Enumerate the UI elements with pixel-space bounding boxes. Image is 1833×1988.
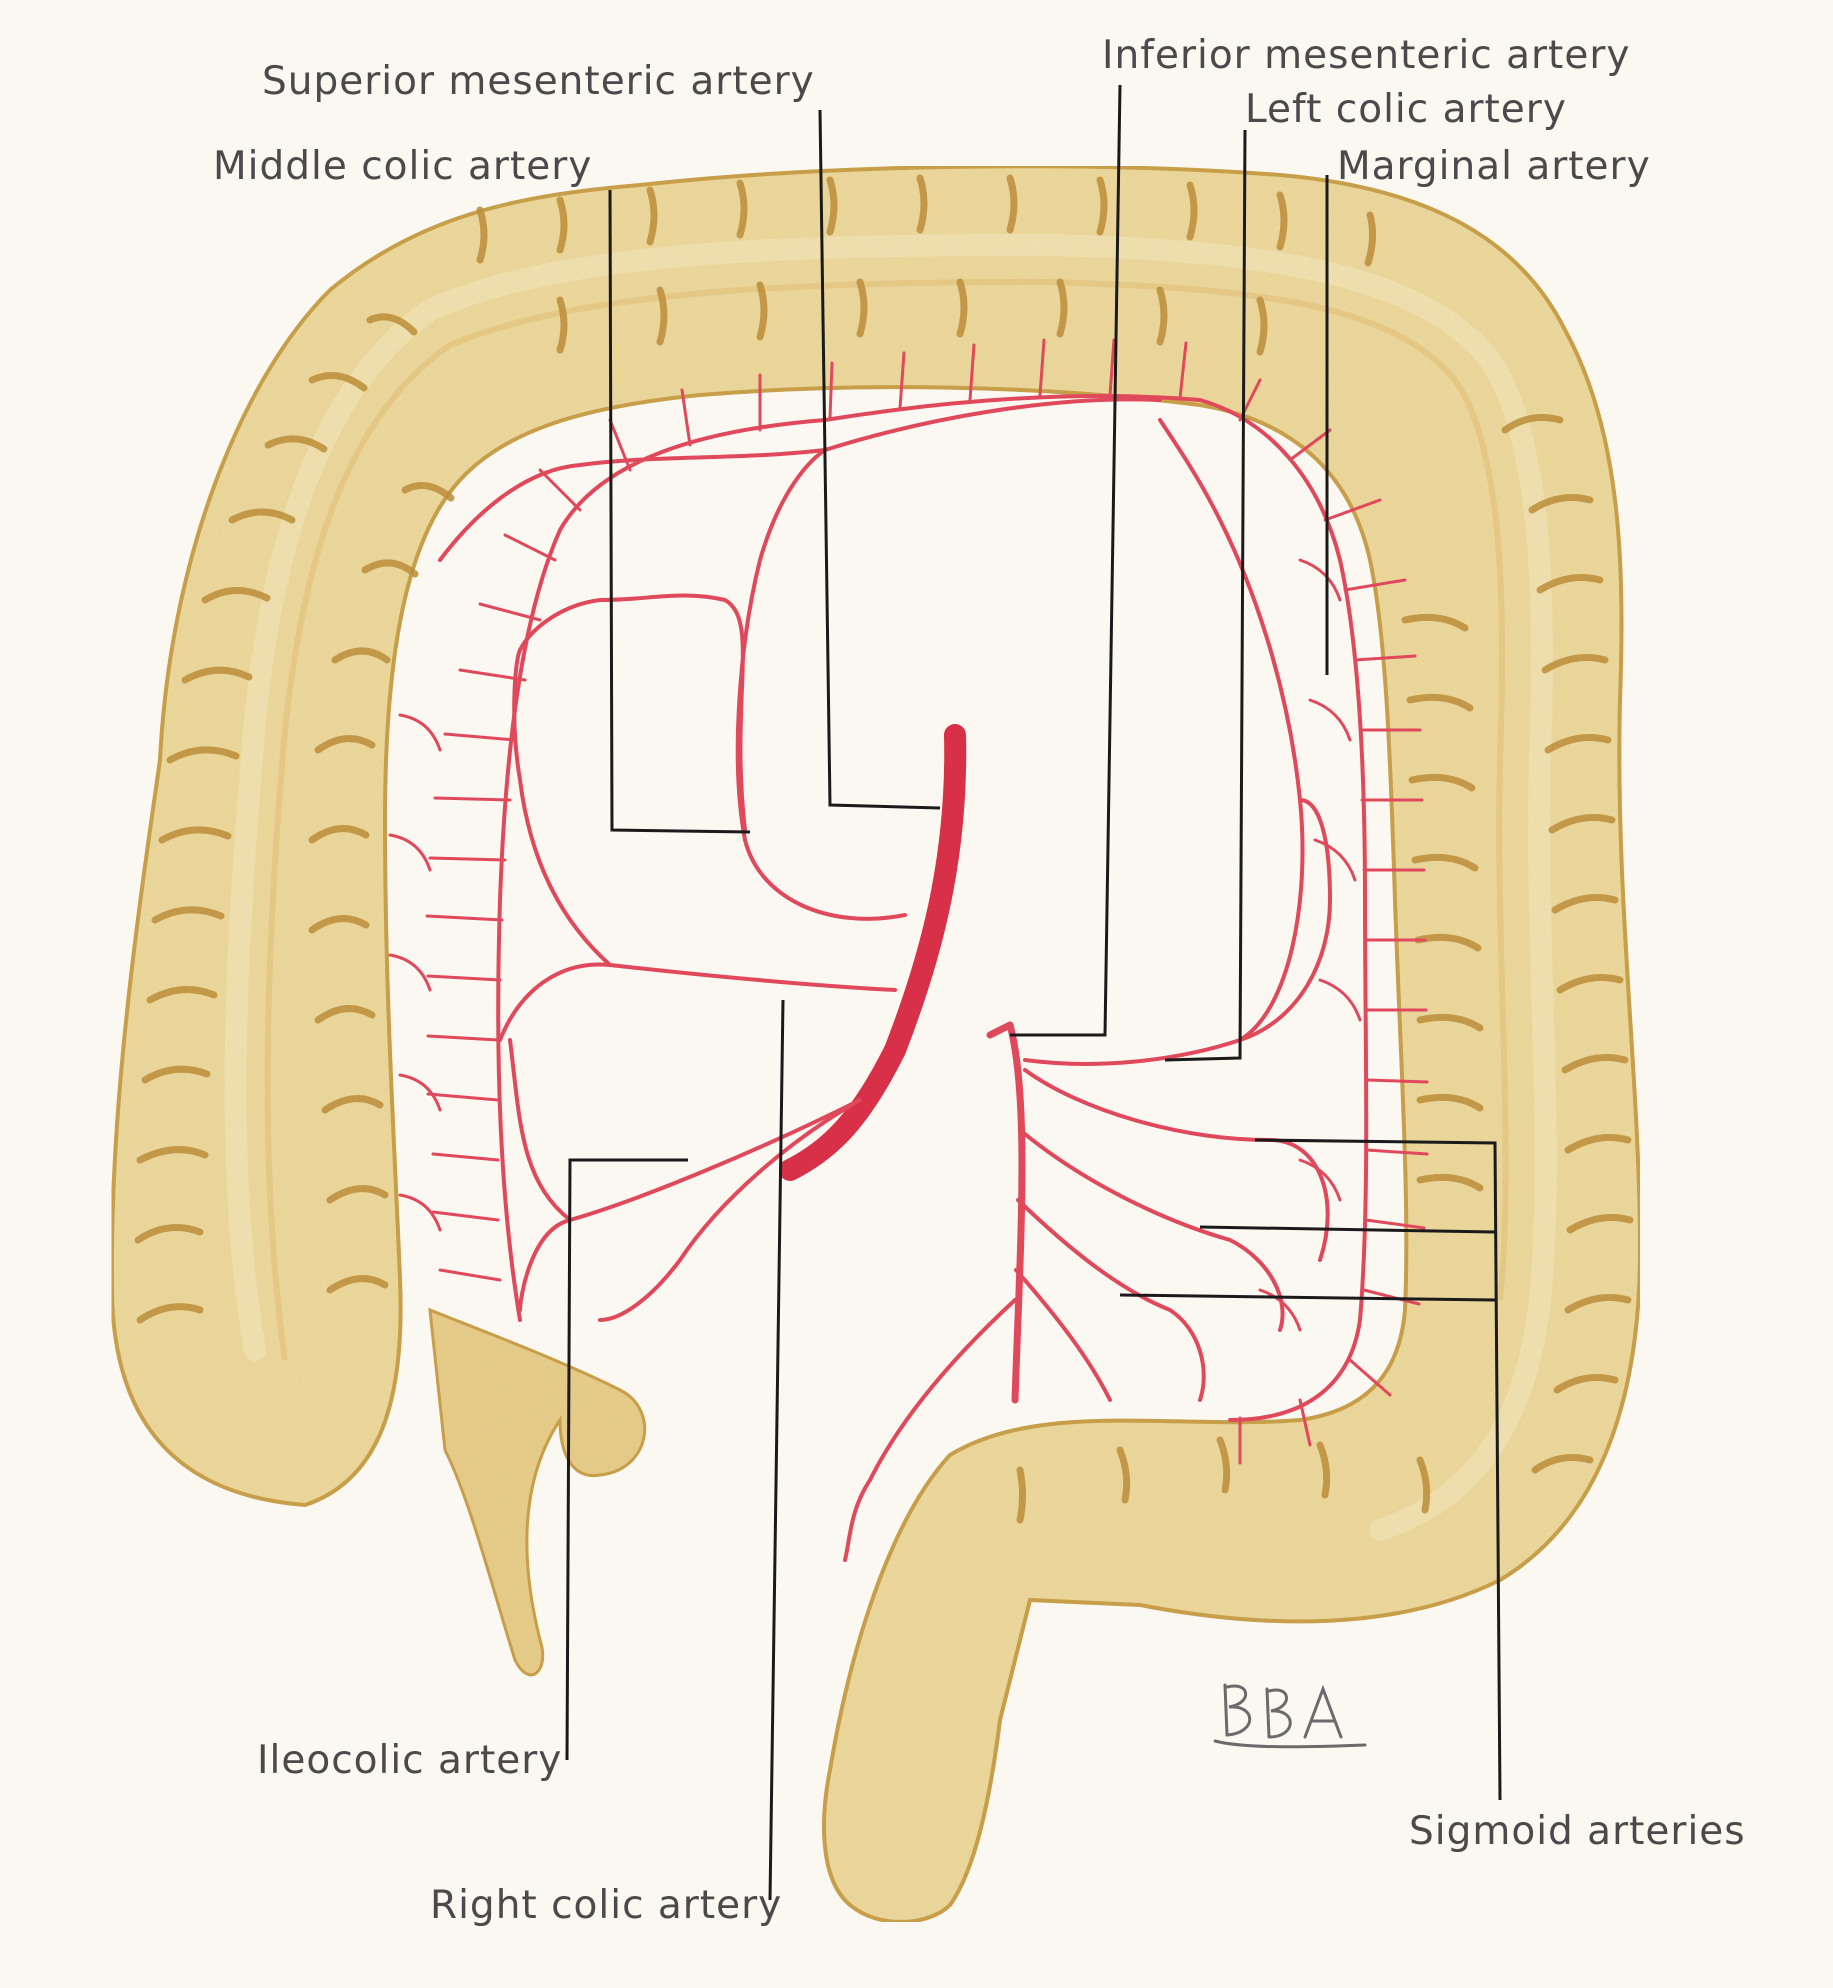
leader-superior-mesenteric — [818, 109, 941, 810]
label-marginal-artery: Marginal artery — [1337, 144, 1651, 189]
artist-signature — [1213, 1683, 1367, 1749]
leader-sigmoid-2 — [1199, 1225, 1496, 1234]
ileocolic-branch — [598, 1098, 862, 1322]
label-sigmoid-arteries: Sigmoid arteries — [1409, 1809, 1746, 1854]
marginal-arcade-left — [1198, 398, 1369, 1422]
cecum-appendix — [428, 1307, 647, 1677]
label-left-colic-artery: Left colic artery — [1245, 87, 1567, 132]
leader-right-colic — [768, 999, 785, 1901]
colon-shade-band — [264, 278, 1509, 1361]
label-ileocolic-artery: Ileocolic artery — [257, 1738, 563, 1783]
left-colic-branch — [1023, 418, 1305, 1066]
label-superior-mesenteric-artery: Superior mesenteric artery — [262, 59, 815, 104]
leader-inferior-mesenteric — [1010, 84, 1122, 1037]
vasa-recta-left — [1238, 378, 1429, 1465]
leader-ileocolic — [565, 1158, 688, 1761]
right-colic-branch — [498, 962, 897, 1042]
leader-left-colic — [1164, 129, 1247, 1062]
leader-sigmoid — [1254, 1138, 1502, 1801]
colon — [109, 164, 1643, 1924]
leader-middle-colic — [608, 189, 751, 834]
leader-sigmoid-3 — [1119, 1293, 1496, 1302]
inferior-mesenteric-trunk — [986, 1021, 1026, 1404]
marginal-arcade-right — [496, 394, 1202, 1322]
vasa-recta-right — [388, 338, 1188, 1282]
colon-outline — [109, 164, 1643, 1924]
superior-mesenteric-trunk — [779, 724, 967, 1181]
label-inferior-mesenteric-artery: Inferior mesenteric artery — [1102, 33, 1631, 78]
colon-highlight — [224, 233, 1557, 1541]
label-middle-colic-artery: Middle colic artery — [213, 144, 593, 189]
haustral-folds — [134, 174, 1634, 1524]
arteries — [388, 338, 1429, 1562]
middle-colic-branch — [735, 448, 907, 921]
label-right-colic-artery: Right colic artery — [430, 1883, 783, 1928]
leader-lines — [565, 84, 1502, 1901]
